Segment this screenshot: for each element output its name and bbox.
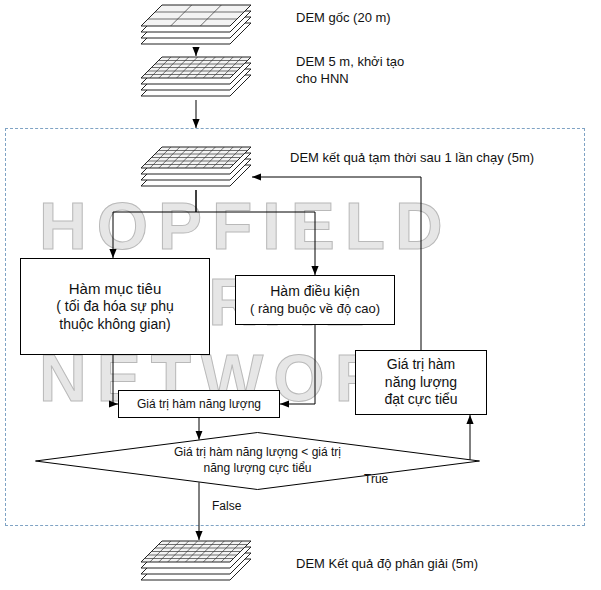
grid-line (155, 12, 244, 13)
edge-label: True (364, 472, 388, 486)
edge-label: False (212, 499, 241, 513)
grid-line (145, 164, 234, 165)
dem-grid-icon (140, 56, 252, 100)
box-body: ( tối đa hóa sự phụ thuộc không gian) (45, 298, 185, 333)
grid-line (159, 150, 248, 151)
box-heading: Hàm điều kiện (270, 283, 360, 301)
process-box: Giá trị hàm năng lượng đạt cực tiểu (355, 350, 487, 415)
layer-caption: DEM kết quả tạm thời sau 1 lần chạy (5m) (290, 150, 580, 167)
decision-text: Giá trị hàm năng lượng < giá trị năng lư… (170, 445, 345, 476)
grid-line (148, 555, 237, 556)
grid-line (145, 558, 234, 559)
grid-line (155, 64, 244, 65)
dem-grid-icon (140, 4, 252, 48)
dem-top-face (141, 57, 251, 78)
flow-arrow (196, 48, 197, 56)
flow-arrow (199, 418, 200, 440)
decision-diamond: Giá trị hàm năng lượng < giá trị năng lư… (35, 432, 480, 490)
box-heading: Giá trị hàm năng lượng đạt cực tiểu (375, 356, 467, 409)
dem-top-face (141, 147, 251, 168)
grid-line (171, 5, 192, 26)
grid-line (148, 71, 237, 72)
grid-line (148, 19, 237, 20)
dem-top-face (141, 5, 251, 26)
grid-line (159, 60, 248, 61)
process-box: Hàm mục tiêu( tối đa hóa sự phụ thuộc kh… (20, 258, 210, 355)
dem-grid-icon (140, 146, 252, 190)
grid-line (152, 157, 241, 158)
grid-line (152, 551, 241, 552)
dem-layer-node: DEM kết quả tạm thời sau 1 lần chạy (5m) (140, 146, 252, 190)
flow-arrow (199, 482, 200, 540)
process-box: Hàm điều kiện( ràng buộc về độ cao) (235, 275, 395, 325)
diamond-shape (36, 433, 480, 490)
dem-grid-icon (140, 540, 252, 584)
dem-layer-node: DEM Kết quả độ phân giải (5m) (140, 540, 252, 584)
grid-line (152, 67, 241, 68)
box-heading: Hàm mục tiêu (69, 280, 162, 299)
grid-line (148, 161, 237, 162)
flow-arrow (196, 100, 197, 128)
process-box: Giá trị hàm năng lượng (118, 390, 280, 418)
dem-layer-node: DEM 5 m, khởi tạo cho HNN (140, 56, 252, 100)
grid-line (155, 548, 244, 549)
layer-caption: DEM Kết quả độ phân giải (5m) (296, 556, 556, 573)
layer-caption: DEM 5 m, khởi tạo cho HNN (296, 54, 421, 88)
box-heading: Giá trị hàm năng lượng (137, 397, 261, 412)
grid-line (200, 5, 221, 26)
dem-top-face (141, 541, 251, 562)
grid-line (159, 544, 248, 545)
box-body: ( ràng buộc về độ cao) (250, 301, 380, 317)
flow-arrow (470, 415, 471, 460)
grid-line (145, 74, 234, 75)
hnn-group: HOPFIELD NEURAL NETWORKDEM kết quả tạm t… (5, 128, 585, 526)
grid-line (155, 154, 244, 155)
dem-layer-node: DEM gốc (20 m) (140, 4, 252, 48)
layer-caption: DEM gốc (20 m) (296, 10, 516, 27)
